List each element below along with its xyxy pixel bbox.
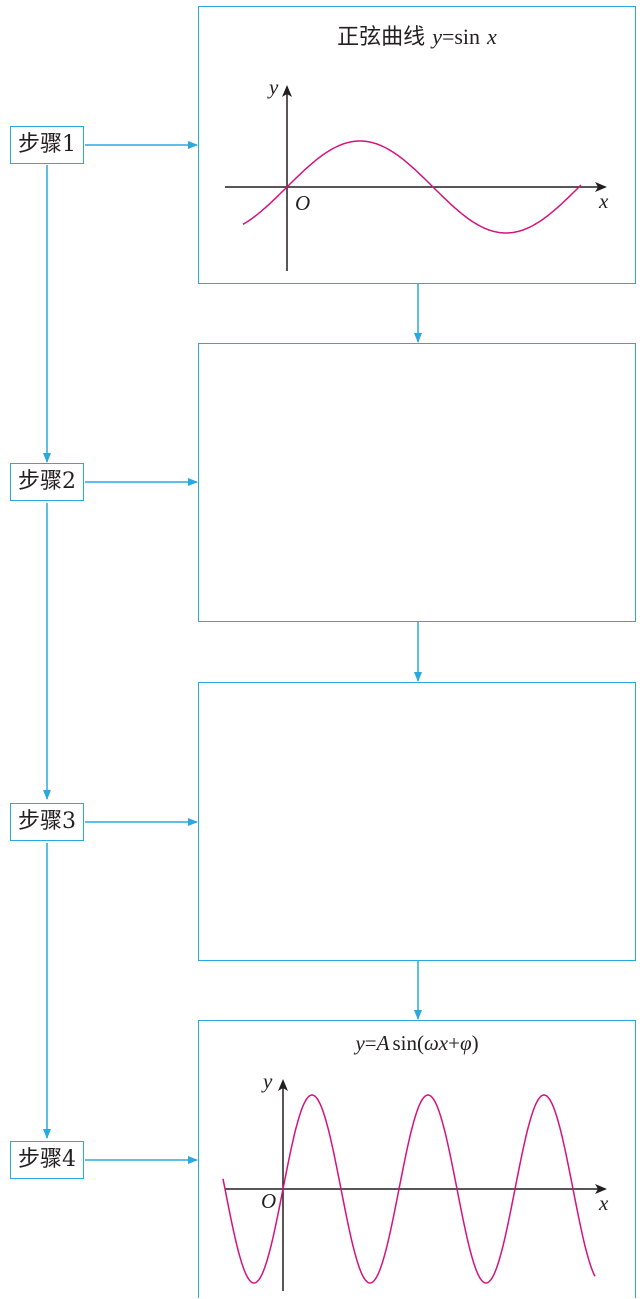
panel4-sinusoid-curve: [222, 1094, 596, 1284]
panel1-x-arrowhead: [595, 182, 607, 192]
panel1-origin-label: O: [295, 191, 311, 215]
panel4-title-y: y: [355, 1031, 365, 1055]
panel4-origin-label: O: [261, 1189, 277, 1213]
panel4-title-eq: =: [364, 1031, 377, 1055]
panel1-axis-y-label: y: [269, 75, 279, 99]
step-3-label: 步骤3: [10, 803, 84, 841]
panel-step2-empty: [198, 343, 636, 622]
panel1-sine-curve: [242, 140, 582, 234]
panel1-title-x: x: [487, 24, 497, 49]
panel1-axis-x-label: x: [599, 189, 609, 213]
panel4-title-A: A: [376, 1031, 390, 1055]
panel1-title: 正弦曲线 y=sin x: [199, 19, 635, 51]
panel4-title-omega: ωx: [423, 1031, 449, 1055]
panel4-axis-x-label: x: [599, 1191, 609, 1215]
panel1-graph: [225, 85, 607, 271]
panel-step3-empty: [198, 682, 636, 961]
step-1-label: 步骤1: [10, 126, 84, 164]
panel4-title-plus: +: [448, 1031, 460, 1055]
panel4-title-phi: φ: [459, 1031, 472, 1055]
panel4-title-sin: sin(: [392, 1031, 424, 1055]
panel1-title-y: y: [432, 24, 442, 49]
panel4-x-arrowhead: [595, 1184, 607, 1194]
panel1-y-arrowhead: [282, 85, 292, 97]
panel4-axis-y-label: y: [263, 1069, 273, 1093]
panel-sine-curve: 正弦曲线 y=sin x y x O: [198, 6, 636, 284]
panel1-title-eq: =sin: [441, 24, 481, 49]
panel4-title-close: ): [471, 1031, 479, 1055]
panel4-graph: [222, 1079, 607, 1291]
panel4-y-arrowhead: [278, 1079, 288, 1091]
step-2-label: 步骤2: [10, 463, 84, 501]
panel1-title-cn: 正弦曲线: [337, 25, 426, 50]
step-4-label: 步骤4: [10, 1141, 84, 1179]
